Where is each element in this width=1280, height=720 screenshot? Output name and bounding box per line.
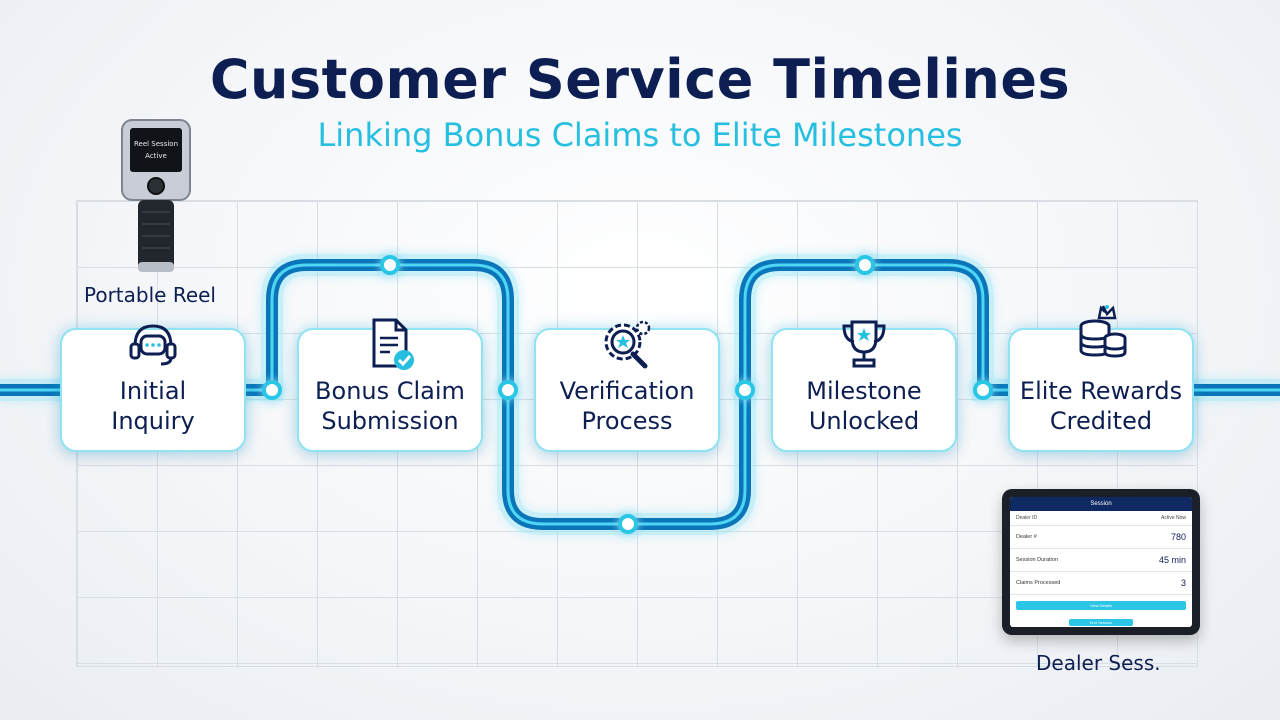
gear-magnifier-icon <box>604 320 651 369</box>
dealer-tablet-label: Dealer Sess. <box>1036 651 1161 675</box>
tablet-row-value: 780 <box>1170 532 1186 542</box>
trophy-icon <box>842 320 886 368</box>
tablet-subheader: Dealer ID Active Now <box>1010 511 1192 526</box>
page-title: Customer Service Timelines <box>209 48 1071 111</box>
timeline-node <box>262 380 282 400</box>
step-bonus-claim-submission: Bonus Claim Submission <box>297 318 483 452</box>
tablet-row-key: Dealer # <box>1016 534 1037 540</box>
tablet-row: Dealer # 780 <box>1010 526 1192 549</box>
tablet-secondary-button[interactable]: End Session <box>1069 619 1133 626</box>
step-label: Milestone Unlocked <box>806 377 922 435</box>
step-label: Verification Process <box>559 377 695 435</box>
crowned-coin-stack-icon <box>1079 305 1127 358</box>
timeline-node <box>498 380 518 400</box>
reel-button <box>147 177 165 195</box>
tablet-primary-button[interactable]: View Details <box>1016 601 1186 610</box>
step-verification-process: Verification Process <box>534 320 720 452</box>
timeline-node <box>735 380 755 400</box>
step-milestone-unlocked: Milestone Unlocked <box>771 320 957 452</box>
dealer-tablet: Session Dealer ID Active Now Dealer # 78… <box>1002 489 1200 635</box>
tablet-row-key: Session Duration <box>1016 557 1058 563</box>
reel-screen-text: Reel Session <box>134 140 178 148</box>
tablet-subheader-right: Active Now <box>1160 515 1186 521</box>
timeline-node <box>380 255 400 275</box>
timeline-node <box>855 255 875 275</box>
headset-chat-icon <box>129 324 177 366</box>
step-label: Initial Inquiry <box>111 377 195 435</box>
tablet-header-title: Session <box>1090 501 1112 507</box>
tablet-row: Claims Processed 3 <box>1010 572 1192 595</box>
portable-reel-device: Reel Session Active <box>121 119 191 272</box>
tablet-row-key: Claims Processed <box>1016 580 1061 586</box>
reel-screen-text: Active <box>145 152 167 160</box>
document-check-icon <box>372 318 414 370</box>
step-initial-inquiry: Initial Inquiry <box>60 324 246 452</box>
step-elite-rewards-credited: Elite Rewards Credited <box>1008 305 1194 452</box>
tablet-row-value: 45 min <box>1158 555 1186 565</box>
timeline-node <box>973 380 993 400</box>
tablet-screen: Session Dealer ID Active Now Dealer # 78… <box>1010 497 1192 627</box>
tablet-header: Session <box>1010 497 1192 511</box>
step-label: Bonus Claim Submission <box>315 377 465 435</box>
tablet-row-value: 3 <box>1180 578 1186 588</box>
tablet-subheader-left: Dealer ID <box>1016 515 1038 521</box>
page-subtitle: Linking Bonus Claims to Elite Milestones <box>317 116 963 154</box>
step-label: Elite Rewards Credited <box>1019 377 1183 435</box>
timeline-node <box>618 514 638 534</box>
tablet-row: Session Duration 45 min <box>1010 549 1192 572</box>
portable-reel-label: Portable Reel <box>84 283 216 307</box>
